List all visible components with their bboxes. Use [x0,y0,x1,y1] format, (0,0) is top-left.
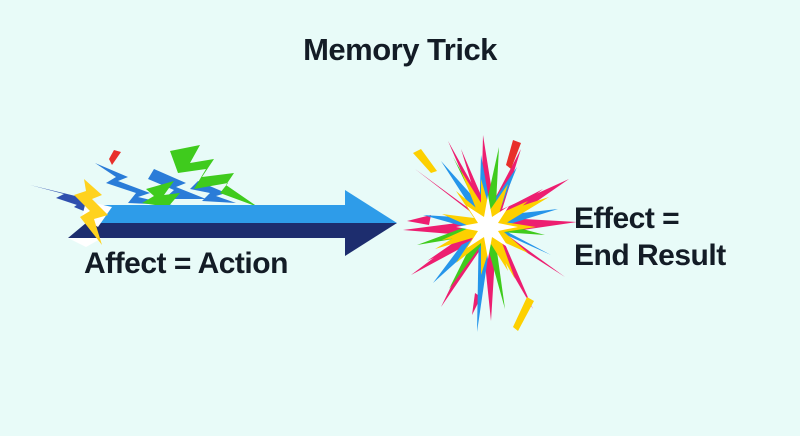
burst-white-star-icon [456,195,518,259]
cause-label: Affect = Action [84,247,288,280]
page-title: Memory Trick [303,32,497,67]
arrow-navy-layer [68,223,397,256]
effect-label: Effect = End Result [574,200,726,274]
effect-label-line2: End Result [574,239,726,272]
arrow-blue-layer [86,190,397,223]
lightning-bolt-green-icon [142,145,258,207]
effect-label-line1: Effect = [574,202,680,235]
red-dart-icon [109,150,121,165]
impact-burst-graphic [403,135,577,332]
action-arrow-graphic [30,145,397,256]
lightning-bolt-yellow-icon [74,179,108,245]
burst-red-dart-icon [506,140,521,169]
